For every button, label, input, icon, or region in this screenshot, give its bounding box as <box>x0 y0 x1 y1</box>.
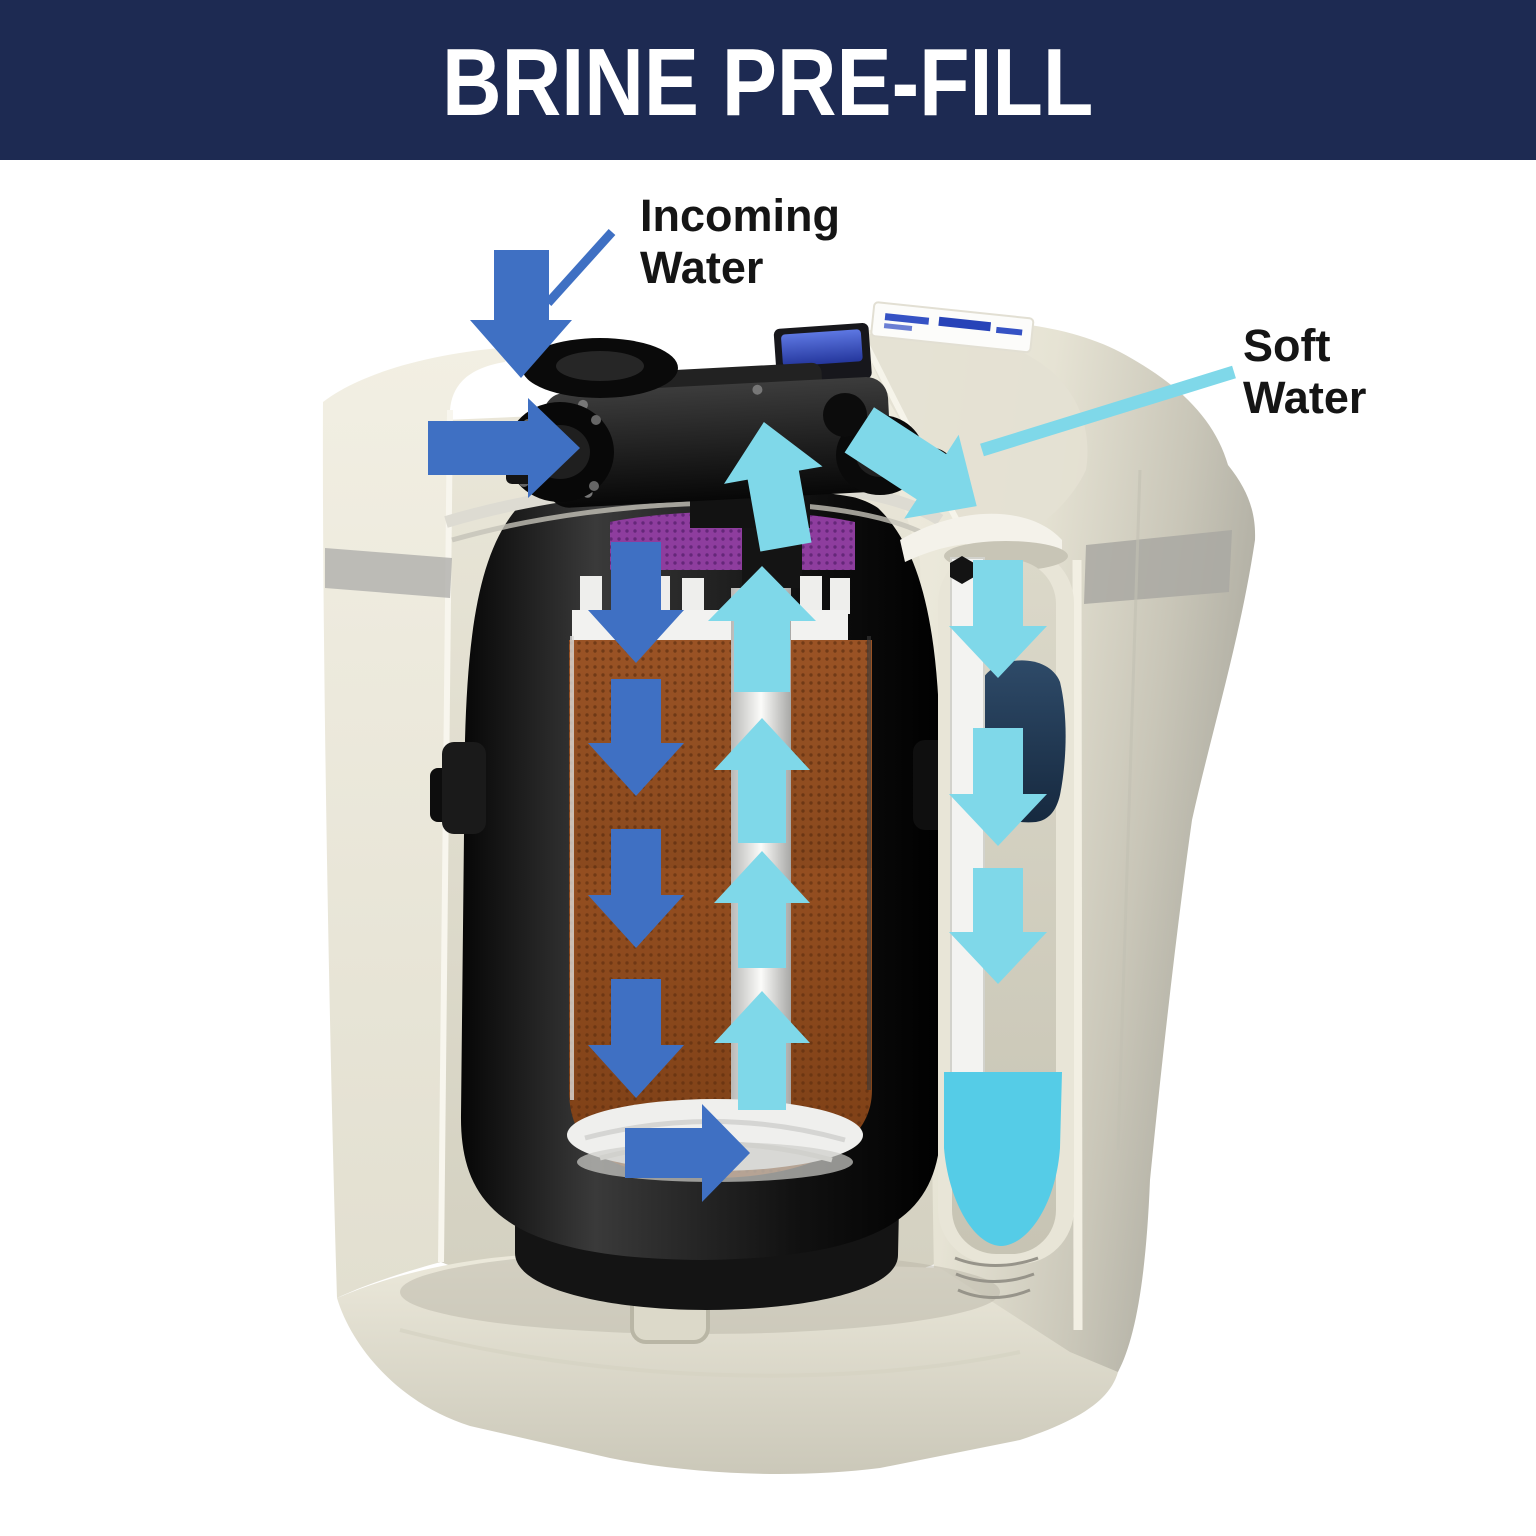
bolt <box>950 556 974 584</box>
incoming-arrow-down-top <box>470 250 572 378</box>
soft-arrow-up-to-valve <box>724 421 823 552</box>
lid-seam-band-right <box>1084 530 1232 604</box>
soft-arrow-riser-1 <box>708 566 816 692</box>
tank-strap-left <box>442 742 486 834</box>
title-band: BRINE PRE-FILL <box>0 0 1536 160</box>
soft-arrow-brine-well-1 <box>949 560 1047 678</box>
incoming-water-leader-line <box>544 228 616 307</box>
incoming-arrow-resin-2 <box>588 679 684 796</box>
incoming-arrow-resin-3 <box>588 829 684 948</box>
soft-water-arrows <box>708 407 1047 1110</box>
soft-water-label: Soft Water <box>1243 320 1367 424</box>
soft-water-leader-line <box>980 365 1236 457</box>
valve-body <box>543 377 892 508</box>
dome-cut-face <box>860 329 1088 554</box>
incoming-arrow-into-valve <box>428 398 580 498</box>
cabinet-left-wall <box>322 347 512 1298</box>
incoming-arrow-resin-1 <box>588 542 684 663</box>
soft-arrow-riser-3 <box>714 851 810 968</box>
soft-arrow-brine-well-3 <box>949 868 1047 984</box>
cutaway-edge-highlight <box>438 409 453 1263</box>
incoming-arrow-to-basket <box>625 1104 750 1202</box>
soft-arrow-outlet <box>844 407 977 519</box>
soft-arrow-brine-well-2 <box>949 728 1047 846</box>
incoming-arrow-resin-4 <box>588 979 684 1098</box>
page-title: BRINE PRE-FILL <box>442 29 1094 136</box>
valve-display <box>781 329 863 367</box>
incoming-water-arrows <box>428 250 750 1202</box>
incoming-water-label: Incoming Water <box>640 190 840 294</box>
brine-water-pool <box>944 1072 1062 1246</box>
soft-arrow-riser-4 <box>714 991 810 1110</box>
cutaway-edge-highlight-right <box>1072 559 1083 1331</box>
bypass-knob <box>823 393 867 437</box>
product-sticker <box>870 301 1035 354</box>
soft-arrow-riser-2 <box>714 718 810 843</box>
lid-seam-band-left <box>325 548 452 598</box>
